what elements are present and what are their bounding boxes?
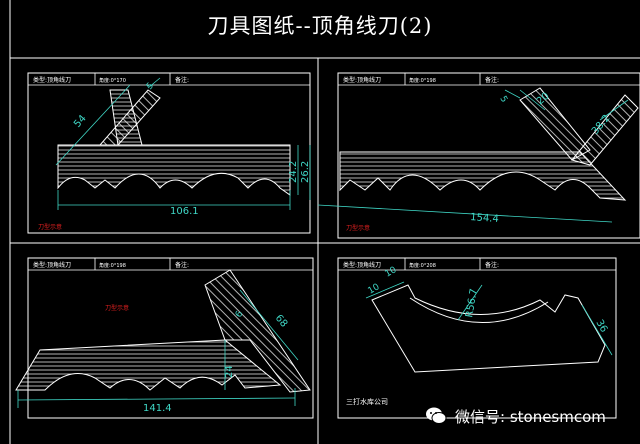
panel-4-remark: 备注: (485, 261, 499, 269)
panel-1-dim-5: 5 (145, 81, 156, 92)
panel-2: 类型:顶角线刀 角度:0°198 备注: 5 20 38.2 154.4 刀型示… (317, 72, 640, 239)
panel-3-blade-profile (15, 339, 282, 391)
panel-4-dim-10a: 10 (367, 282, 382, 297)
panel-3-type: 类型:顶角线刀 (33, 261, 71, 269)
panel-3-header (28, 258, 313, 271)
panel-1-remark: 备注: (175, 76, 189, 84)
panel-2-dim-5: 5 (497, 95, 509, 105)
panel-2-blade-profile (339, 151, 627, 201)
panel-4-dim-r56: R56.7 (464, 288, 480, 319)
panel-2-frame (337, 72, 640, 239)
panel-4-blade-profile (371, 284, 606, 373)
panel-2-angle: 角度:0°198 (409, 77, 436, 84)
panel-4-dim-36: 36 (593, 318, 609, 335)
panel-4-frame (337, 257, 617, 419)
watermark-text: 微信号: stonesmcom (455, 407, 606, 426)
panel-3: 类型:顶角线刀 角度:0°198 备注: 6 68 24 141.4 刀型示意 (15, 257, 314, 419)
panel-1-header (28, 73, 310, 86)
panel-2-note: 刀型示意 (346, 224, 370, 232)
panel-4-arc (409, 297, 549, 324)
panel-4-angle: 角度:0°208 (409, 262, 436, 269)
panel-4-note: 三打水库公司 (346, 397, 388, 406)
panel-2-arm-2 (571, 94, 639, 166)
page-title: 刀具图纸--顶角线刀(2) (207, 14, 433, 38)
panel-4-type: 类型:顶角线刀 (343, 261, 381, 269)
panel-3-remark: 备注: (175, 261, 189, 269)
panel-1-dim-54: 54 (72, 113, 89, 130)
watermark: 微信号: stonesmcom (425, 404, 606, 428)
panel-2-type: 类型:顶角线刀 (343, 76, 381, 84)
panel-3-dim-6: 6 (234, 309, 246, 319)
outer-frame (9, 0, 640, 444)
panel-3-note: 刀型示意 (105, 304, 129, 312)
panel-1-note: 刀型示意 (38, 223, 62, 231)
panel-2-header (338, 73, 640, 86)
panel-1-type: 类型:顶角线刀 (33, 76, 71, 84)
panel-4-dimensions (365, 281, 613, 356)
panel-2-remark: 备注: (485, 76, 499, 84)
panel-1-dim-26-2: 26.2 (300, 161, 311, 183)
panel-4-dim-10b: 10 (384, 265, 399, 280)
panel-3-dim-24: 24 (224, 365, 235, 378)
panel-1-dimensions (55, 77, 311, 210)
panel-3-dim-141: 141.4 (143, 403, 172, 414)
panel-1-dim-24-2: 24.2 (288, 161, 299, 183)
panel-2-dimensions (317, 89, 629, 223)
panel-3-frame (27, 257, 314, 419)
panel-4: 类型:顶角线刀 角度:0°208 备注: 10 10 R56.7 36 三打水库… (337, 257, 617, 419)
panel-1-blade-profile (57, 89, 291, 196)
panel-3-angle: 角度:0°198 (99, 262, 126, 269)
wechat-icon (426, 407, 447, 424)
panel-2-dim-154: 154.4 (470, 212, 499, 225)
panel-1-dim-106: 106.1 (170, 206, 199, 217)
panel-1-angle: 角度:0°170 (99, 77, 126, 84)
panel-3-dim-68: 68 (273, 313, 290, 330)
panel-4-header (338, 258, 616, 271)
panel-1-arm (98, 89, 161, 146)
panel-3-dimensions (17, 289, 299, 408)
panel-1: 类型:顶角线刀 角度:0°170 备注: 54 5 106.1 24.2 26.… (27, 72, 311, 234)
